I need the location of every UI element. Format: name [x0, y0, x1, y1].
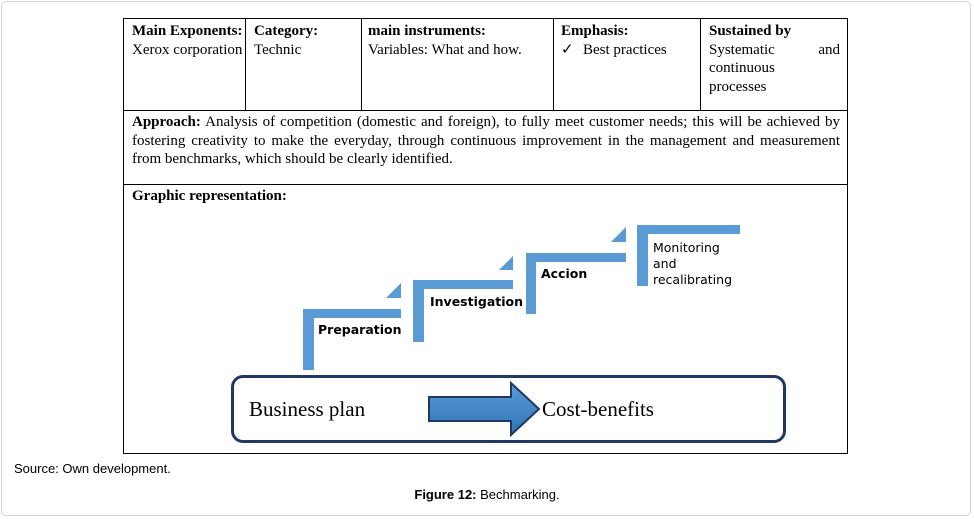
instruments-value: Variables: What and how.	[368, 41, 522, 58]
instruments-label: main instruments:	[368, 23, 486, 39]
step-2-label: Investigation	[430, 294, 524, 309]
approach-text: Analysis of competition (domestic and fo…	[132, 114, 840, 167]
staircase-diagram	[303, 225, 740, 370]
category-value: Technic	[254, 41, 302, 58]
figure-caption-text: Bechmarking.	[480, 487, 560, 502]
benchmarking-table: Main Exponents: Xerox corporation Catego…	[123, 18, 848, 454]
step-1-tab	[386, 283, 401, 298]
category-cell: Category: Technic	[254, 22, 359, 59]
step-3-shape	[526, 253, 626, 314]
category-label: Category:	[254, 23, 319, 39]
emphasis-cell: Emphasis: ✓ Best practices	[561, 22, 698, 59]
sustained-label: Sustained by	[709, 23, 792, 39]
exponents-value: Xerox corporation	[132, 41, 243, 58]
step-2-tab	[499, 256, 513, 270]
approach-label: Approach:	[132, 114, 201, 130]
cost-benefits-text: Cost-benefits	[542, 397, 654, 421]
step-3-tab	[611, 227, 626, 242]
exponents-label: Main Exponents:	[132, 23, 243, 39]
business-plan-text: Business plan	[249, 397, 366, 421]
graphic-cell: Graphic representation:	[132, 187, 632, 206]
step-4-line-3: recalibrating	[653, 272, 732, 287]
exponents-cell: Main Exponents: Xerox corporation	[132, 22, 244, 59]
sustained-word-processes: processes	[709, 78, 767, 95]
step-4-label: Monitoring and recalibrating	[653, 240, 732, 288]
sustained-word-continuous: continuous	[709, 60, 775, 76]
step-3-label: Accion	[541, 266, 588, 281]
emphasis-value: Best practices	[583, 41, 667, 58]
sustained-word-systematic: Systematic	[709, 41, 775, 58]
approach-cell: Approach: Analysis of competition (domes…	[132, 113, 840, 169]
step-4-line-1: Monitoring	[653, 240, 720, 255]
step-1-shape	[303, 309, 401, 370]
checkmark-icon: ✓	[561, 41, 574, 58]
emphasis-label: Emphasis:	[561, 23, 629, 39]
sustained-word-and: and	[818, 41, 840, 58]
figure-caption-label: Figure 12:	[414, 487, 477, 502]
source-note: Source: Own development.	[14, 461, 171, 476]
graphic-label: Graphic representation:	[132, 188, 287, 204]
step-2-shape	[413, 280, 513, 342]
business-plan-box	[231, 375, 786, 443]
sustained-cell: Sustained by Systematic and continuous p…	[709, 22, 840, 96]
step-1-label: Preparation	[318, 322, 402, 337]
step-4-shape	[637, 225, 740, 286]
step-4-line-2: and	[653, 256, 677, 271]
figure-caption: Figure 12: Bechmarking.	[0, 487, 974, 502]
instruments-cell: main instruments: Variables: What and ho…	[368, 22, 554, 59]
right-arrow-icon	[428, 381, 541, 437]
